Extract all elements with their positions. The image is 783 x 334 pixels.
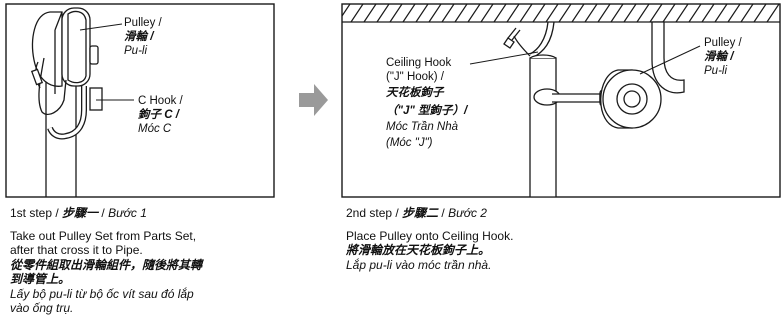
hatch-line: [428, 4, 442, 23]
hatch-line: [493, 4, 507, 23]
hatch-line: [727, 4, 741, 23]
hatch-line: [623, 4, 637, 23]
step1-heading-zh: 步驟一: [62, 206, 99, 220]
hatch-line: [415, 4, 429, 23]
hatch-line: [506, 4, 520, 23]
pipe: [529, 54, 557, 197]
pulley-wheel: [31, 7, 99, 94]
step2-heading-zh: 步驟二: [402, 206, 439, 220]
step2-heading-vi: Bước 2: [448, 206, 487, 220]
hatch-line: [545, 4, 559, 23]
step1-instruction-zh-2: 到導管上。: [10, 272, 71, 286]
hatch-line: [480, 4, 494, 23]
step1-instruction-vi-2: vào ống trụ.: [10, 301, 74, 315]
hatch-line: [454, 4, 468, 23]
rope: [30, 57, 67, 115]
step1-instruction-vi-1: Lấy bộ pu-li từ bộ ốc vít sau đó lắp: [10, 286, 194, 301]
hatch-line: [350, 4, 364, 23]
step1-hook-label: C Hook / 鉤子 C / Móc C: [138, 95, 186, 135]
ceiling-hook-leader-line: [469, 51, 539, 65]
step2-instruction-vi: Lắp pu-li vào móc trần nhà.: [346, 257, 492, 272]
step1-panel: Pulley / 滑輪 / Pu-li C Hook / 鉤子 C / Móc …: [5, 3, 275, 198]
hatch-line: [636, 4, 650, 23]
hatch-line: [519, 4, 533, 23]
step1-heading-sep: /: [98, 206, 109, 220]
hatch-line: [688, 4, 702, 23]
hatch-line: [571, 4, 585, 23]
hatch-line: [532, 4, 546, 23]
hatch-line: [441, 4, 455, 23]
hatch-line: [714, 4, 728, 23]
step1-heading-en: 1st step /: [10, 206, 63, 220]
step1-instruction-zh-1: 從零件組取出滑輪組件，隨後將其轉: [10, 257, 203, 272]
pulley-wheel: [600, 69, 662, 129]
hatch-line: [467, 4, 481, 23]
hatch-line: [753, 4, 767, 23]
step1-instruction-en-2: after that cross it to Pipe.: [10, 243, 143, 257]
step2-caption: 2nd step / 步驟二 / Bước 2 Place Pulley ont…: [346, 206, 513, 272]
step1-heading: 1st step / 步驟一 / Bước 1: [10, 206, 202, 221]
hatch-line: [597, 4, 611, 23]
hatch-line: [376, 4, 390, 23]
step2-instruction-zh: 將滑輪放在天花板鉤子上。: [346, 243, 491, 257]
hatch-line: [701, 4, 715, 23]
c-hook: [47, 86, 103, 140]
ceiling-hook-label: Ceiling Hook ("J" Hook) / 天花板鉤子 （"J" 型鉤子…: [386, 57, 470, 149]
step1-heading-vi: Bước 1: [108, 206, 147, 220]
pulley-leader-line: [639, 45, 701, 75]
hatch-line: [610, 4, 624, 23]
step1-pulley-label: Pulley / 滑輪 / Pu-li: [124, 17, 165, 57]
step2-panel: Ceiling Hook ("J" Hook) / 天花板鉤子 （"J" 型鉤子…: [341, 3, 781, 198]
ceiling-hatch: [342, 4, 780, 23]
step2-heading: 2nd step / 步驟二 / Bước 2: [346, 206, 513, 221]
hatch-line: [402, 4, 416, 23]
next-step-arrow: [299, 84, 328, 116]
hatch-line: [584, 4, 598, 23]
step1-instruction-en-1: Take out Pulley Set from Parts Set,: [10, 228, 197, 243]
step2-pulley-label: Pulley / 滑輪 / Pu-li: [704, 37, 745, 77]
hatch-line: [766, 4, 780, 23]
hatch-line: [558, 4, 572, 23]
hatch-line: [675, 4, 689, 23]
pulley-leader-line: [79, 23, 123, 31]
hatch-line: [740, 4, 754, 23]
step1-caption: 1st step / 步驟一 / Bước 1 Take out Pulley …: [10, 206, 202, 316]
step2-heading-en: 2nd step /: [346, 206, 403, 220]
hatch-line: [649, 4, 663, 23]
hatch-line: [342, 4, 351, 18]
hatch-line: [363, 4, 377, 23]
hatch-line: [389, 4, 403, 23]
step2-heading-sep: /: [438, 206, 449, 220]
hatch-line: [662, 4, 676, 23]
step2-instruction-en: Place Pulley onto Ceiling Hook.: [346, 228, 514, 243]
